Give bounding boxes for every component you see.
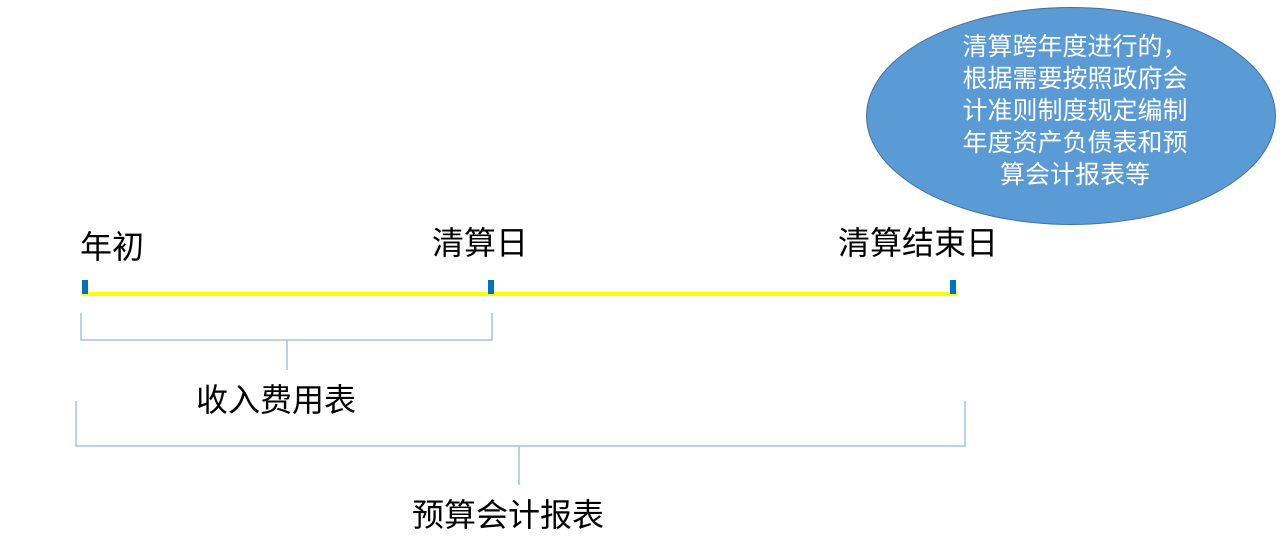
timeline-tick-liquidation: [488, 280, 494, 294]
timeline-start-label: 年初: [80, 228, 145, 266]
callout-line: 算会计报表等: [999, 160, 1150, 189]
timeline-tick-end: [950, 280, 956, 294]
callout-line: 清算跨年度进行的，: [962, 32, 1188, 61]
timeline-tick-start: [82, 280, 88, 294]
income-bracket: [80, 313, 493, 370]
budget-report-label: 预算会计报表: [412, 496, 605, 534]
callout-text: 清算跨年度进行的， 根据需要按照政府会 计准则制度规定编制 年度资产负债表和预 …: [945, 31, 1205, 191]
income-statement-label: 收入费用表: [196, 381, 357, 419]
budget-bracket: [75, 401, 966, 485]
callout-line: 根据需要按照政府会: [962, 64, 1188, 93]
callout-line: 计准则制度规定编制: [962, 96, 1188, 125]
timeline-bar: [82, 292, 958, 296]
timeline-liquidation-label: 清算日: [432, 224, 529, 262]
timeline-end-label: 清算结束日: [838, 224, 999, 262]
callout-ellipse: [866, 7, 1276, 225]
callout-line: 年度资产负债表和预: [962, 128, 1188, 157]
